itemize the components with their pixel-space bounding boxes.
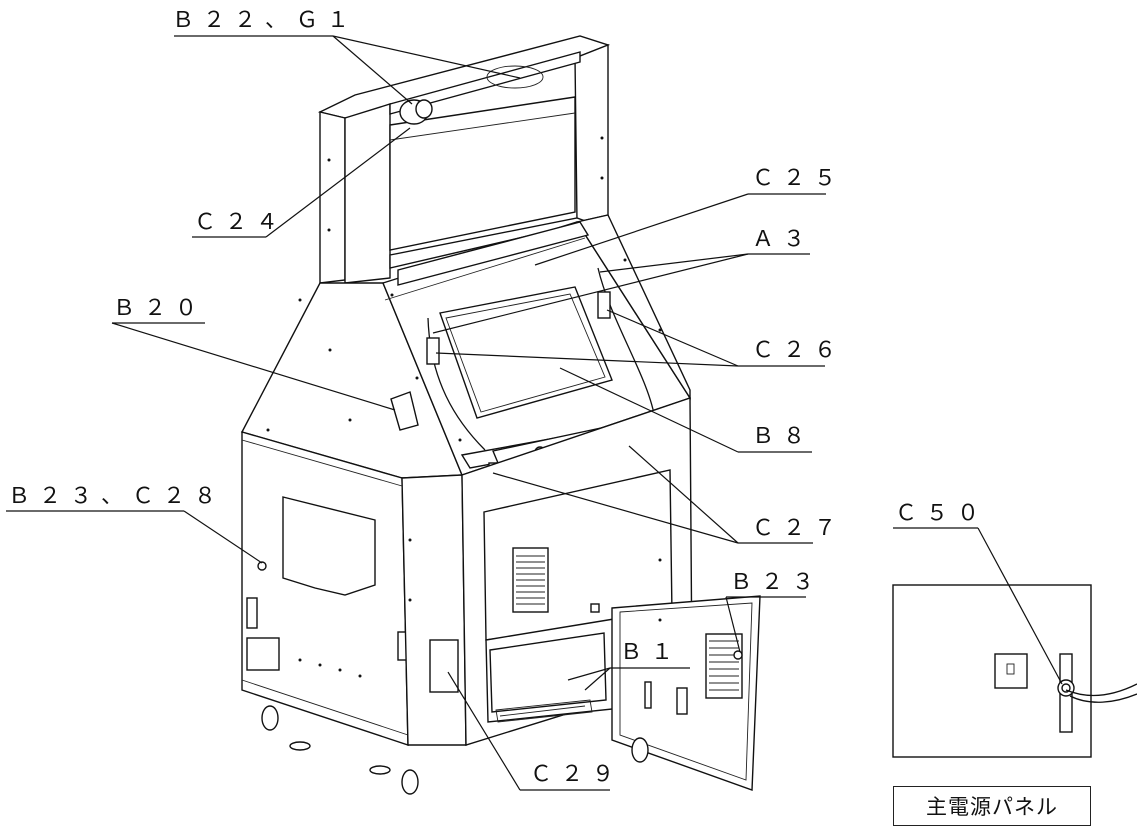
callout-c25: Ｃ２５: [752, 166, 846, 191]
lower-cabinet: [241, 397, 761, 795]
upper-body: [240, 214, 692, 514]
callout-b20: Ｂ２０: [113, 296, 207, 321]
callout-c29: Ｃ２９: [530, 762, 624, 787]
main-power-panel-caption: 主電源パネル: [893, 786, 1091, 826]
callout-c27: Ｃ２７: [752, 516, 846, 541]
rivet-dots-lower: [298, 538, 662, 678]
callout-b23-c28: Ｂ２３、Ｃ２８: [8, 484, 226, 509]
rivet-dots: [266, 258, 662, 442]
casters: [261, 705, 649, 795]
callout-c24: Ｃ２４: [194, 210, 288, 235]
main-power-panel: [892, 584, 1137, 758]
callout-b8: Ｂ８: [752, 424, 815, 449]
callout-b23: Ｂ２３: [730, 570, 824, 595]
callout-c26: Ｃ２６: [752, 338, 846, 363]
top-sign-box: [317, 35, 611, 284]
callout-a3: Ａ３: [752, 227, 815, 252]
callout-c50: Ｃ５０: [895, 501, 989, 526]
callout-b1: Ｂ１: [620, 640, 683, 665]
leader-lines: [6, 35, 1063, 791]
callout-b22-g1: Ｂ２２、Ｇ１: [172, 8, 359, 33]
